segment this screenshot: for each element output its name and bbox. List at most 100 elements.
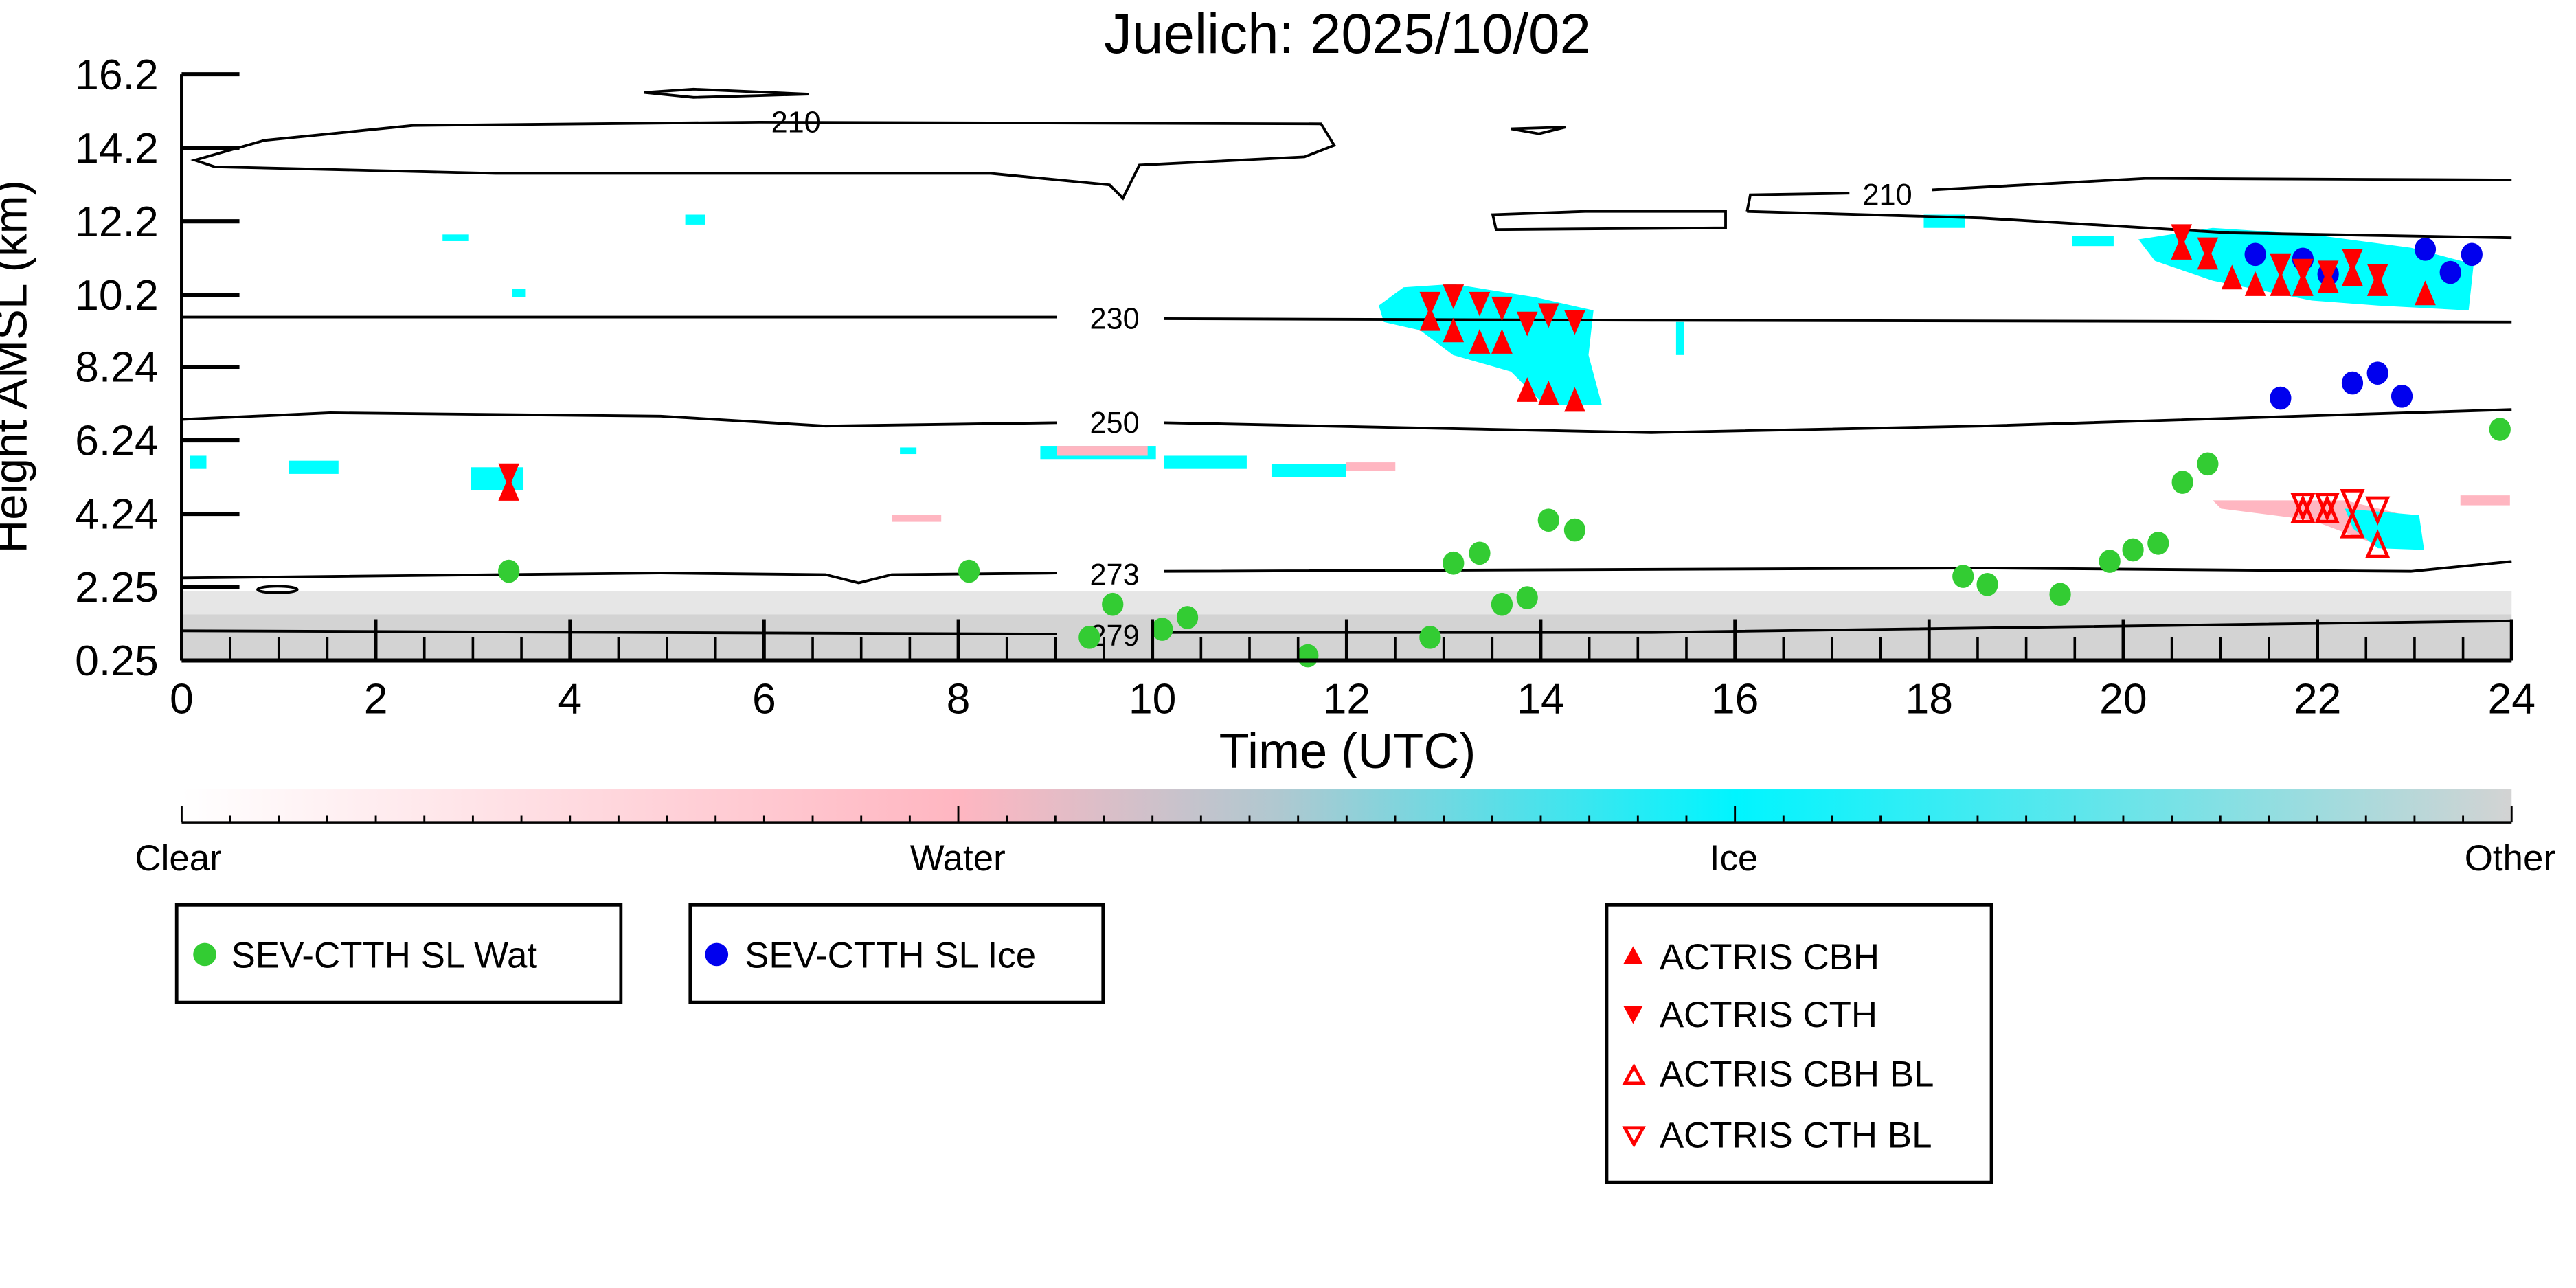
marker-sev-ctth-sl-wat xyxy=(2489,418,2511,441)
colorbar-label-ice: Ice xyxy=(1710,838,1759,879)
marker-sev-ctth-sl-wat xyxy=(2147,532,2169,555)
marker-actris-cth xyxy=(2292,258,2314,284)
temperature-contours xyxy=(181,87,2512,635)
marker-actris-cbh xyxy=(1469,329,1491,354)
marker-sev-ctth-sl-wat xyxy=(1537,508,1559,532)
y-tick-label: 4.24 xyxy=(75,490,159,539)
marker-actris-cbh xyxy=(1419,306,1441,331)
marker-actris-cbh xyxy=(498,476,520,501)
x-tick-label: 8 xyxy=(947,675,971,723)
marker-actris-cbh-bl xyxy=(2340,509,2365,539)
y-axis-label: Height AMSL (km) xyxy=(0,180,36,554)
marker-actris-cbh xyxy=(2292,271,2314,296)
contour-210-d xyxy=(1491,210,1727,231)
colorbar-label-clear: Clear xyxy=(135,838,221,879)
plot-area: 210 210 230 250 273 279 xyxy=(181,87,2512,668)
contour-230 xyxy=(181,315,2512,324)
contour-250 xyxy=(181,408,2512,434)
marker-sev-ctth-sl-wat xyxy=(958,559,980,583)
marker-sev-ctth-sl-wat xyxy=(1469,541,1491,565)
contour-210-e xyxy=(1745,177,2512,212)
legend-label: SEV-CTTH SL Ice xyxy=(745,936,1036,976)
contour-label: 230 xyxy=(1090,302,1140,335)
marker-actris-cbh xyxy=(2415,280,2436,306)
legend-marker-triangle-down-open xyxy=(1622,1126,1646,1148)
marker-actris-cbh-bl xyxy=(2365,529,2391,558)
marker-actris-cth xyxy=(1443,284,1465,309)
legend-marker-blue-circle xyxy=(705,942,729,967)
y-tick-label: 0.25 xyxy=(75,637,159,685)
marker-actris-cth xyxy=(2317,260,2339,286)
marker-sev-ctth-sl-wat xyxy=(1176,606,1199,629)
marker-sev-ctth-sl-wat xyxy=(1491,592,1513,616)
colorbar-label-water: Water xyxy=(910,838,1006,879)
x-tick-label: 0 xyxy=(170,675,194,723)
cloud-phase-patches xyxy=(190,214,2510,550)
marker-actris-cbh xyxy=(2342,261,2363,286)
marker-sev-ctth-sl-wat xyxy=(1952,565,1974,588)
marker-sev-ctth-sl-wat xyxy=(1443,551,1465,575)
x-tick-label: 20 xyxy=(2099,675,2147,723)
marker-actris-cbh xyxy=(2221,264,2243,290)
marker-actris-cth xyxy=(2270,253,2292,279)
x-tick-label: 22 xyxy=(2294,675,2342,723)
marker-sev-ctth-sl-ice xyxy=(2270,386,2292,410)
y-tick-label: 16.2 xyxy=(75,51,159,99)
contour-label: 250 xyxy=(1090,407,1140,440)
marker-sev-ctth-sl-ice xyxy=(2341,371,2364,395)
other-band-noise xyxy=(181,591,2512,615)
legend-marker-green-circle xyxy=(193,942,216,967)
marker-actris-cth xyxy=(2342,249,2363,274)
marker-actris-cth xyxy=(1537,303,1559,328)
marker-sev-ctth-sl-wat xyxy=(2049,583,2071,607)
x-tick-label: 2 xyxy=(364,675,388,723)
marker-actris-cbh xyxy=(1516,377,1538,402)
marker-sev-ctth-sl-wat xyxy=(1297,644,1319,668)
marker-actris-cbh xyxy=(2270,271,2292,296)
x-tick-label: 12 xyxy=(1323,675,1371,723)
colorbar-label-other: Other xyxy=(2465,838,2555,879)
legend-label: ACTRIS CTH BL xyxy=(1660,1116,1932,1156)
marker-actris-cth-bl xyxy=(2314,493,2340,522)
marker-actris-cbh xyxy=(1537,380,1559,405)
marker-actris-cth-bl xyxy=(2365,496,2391,526)
legend-label: ACTRIS CTH xyxy=(1660,995,1877,1035)
marker-sev-ctth-sl-ice xyxy=(2461,242,2483,267)
x-tick-label: 24 xyxy=(2487,675,2535,723)
marker-sev-ctth-sl-wat xyxy=(1976,572,1998,596)
marker-sev-ctth-sl-wat xyxy=(1419,626,1441,649)
colorbar: Clear Water Ice Other xyxy=(135,789,2555,879)
contour-label: 210 xyxy=(771,106,821,139)
contour-279 xyxy=(181,619,2512,635)
marker-actris-cth xyxy=(2366,264,2388,289)
data-markers xyxy=(498,224,2511,668)
y-tick-label: 6.24 xyxy=(75,417,159,465)
marker-sev-ctth-sl-ice xyxy=(2366,361,2388,385)
x-tick-label: 4 xyxy=(558,675,582,723)
legend-sev-wat: SEV-CTTH SL Wat xyxy=(174,903,623,1004)
marker-sev-ctth-sl-wat xyxy=(1151,618,1173,641)
marker-actris-cbh xyxy=(1443,317,1465,343)
marker-actris-cth-bl xyxy=(2290,493,2316,522)
marker-sev-ctth-sl-wat xyxy=(2099,550,2121,573)
marker-sev-ctth-sl-wat xyxy=(1563,518,1586,542)
y-tick-label: 10.2 xyxy=(75,271,159,319)
marker-actris-cth xyxy=(1469,291,1491,317)
marker-actris-cth xyxy=(1516,311,1538,337)
contour-210-f xyxy=(1747,210,2512,240)
marker-actris-cbh xyxy=(1491,329,1513,354)
marker-actris-cth-bl xyxy=(2340,488,2365,519)
marker-sev-ctth-sl-wat xyxy=(2197,452,2219,476)
contour-label: 273 xyxy=(1090,558,1140,591)
legend-marker-triangle-down xyxy=(1623,1005,1643,1024)
marker-sev-ctth-sl-wat xyxy=(498,559,520,583)
marker-actris-cth xyxy=(1564,310,1585,335)
x-tick-label: 10 xyxy=(1129,675,1177,723)
contour-210-a xyxy=(190,120,1337,201)
contour-210-b xyxy=(644,87,809,99)
marker-sev-ctth-sl-wat xyxy=(2171,471,2193,494)
legend-label: SEV-CTTH SL Wat xyxy=(231,936,538,976)
y-tick-label: 12.2 xyxy=(75,198,159,246)
x-axis-label: Time (UTC) xyxy=(1219,724,1476,779)
